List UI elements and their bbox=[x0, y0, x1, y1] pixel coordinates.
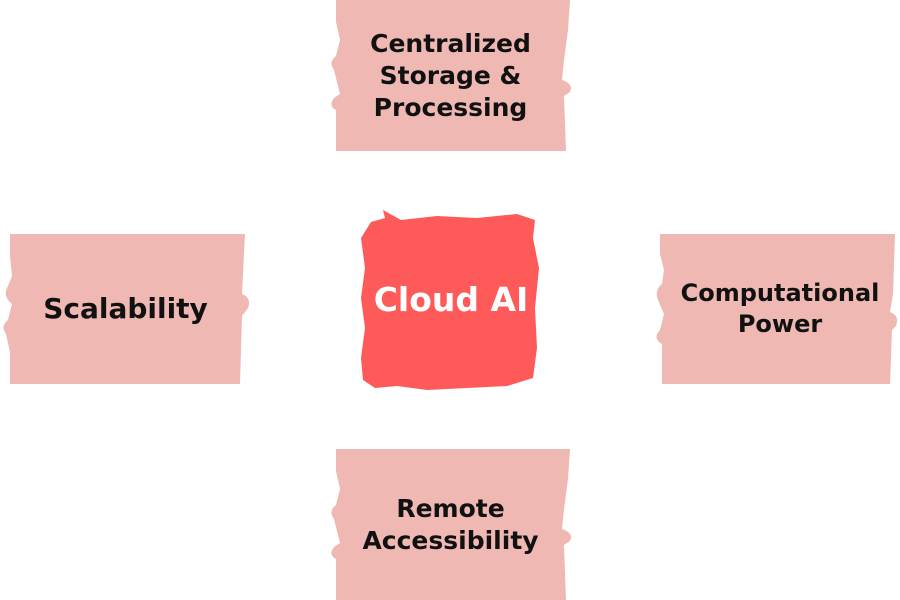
center-node-cloud-ai: Cloud AI bbox=[357, 208, 545, 390]
center-label: Cloud AI bbox=[373, 279, 529, 319]
node-label: Computational Power bbox=[680, 279, 880, 338]
node-label: Remote Accessibility bbox=[362, 493, 539, 555]
tape-shape bbox=[331, 449, 571, 600]
node-label: Scalability bbox=[43, 292, 208, 325]
node-centralized-storage: Centralized Storage & Processing bbox=[328, 0, 573, 151]
node-label: Centralized Storage & Processing bbox=[370, 28, 531, 122]
tape-shape bbox=[331, 0, 571, 151]
tape-shape bbox=[656, 234, 898, 384]
tape-shape bbox=[3, 234, 249, 384]
brush-square-shape bbox=[361, 210, 539, 390]
node-scalability: Scalability bbox=[2, 234, 249, 384]
node-remote-accessibility: Remote Accessibility bbox=[328, 449, 573, 600]
node-computational-power: Computational Power bbox=[652, 234, 900, 384]
